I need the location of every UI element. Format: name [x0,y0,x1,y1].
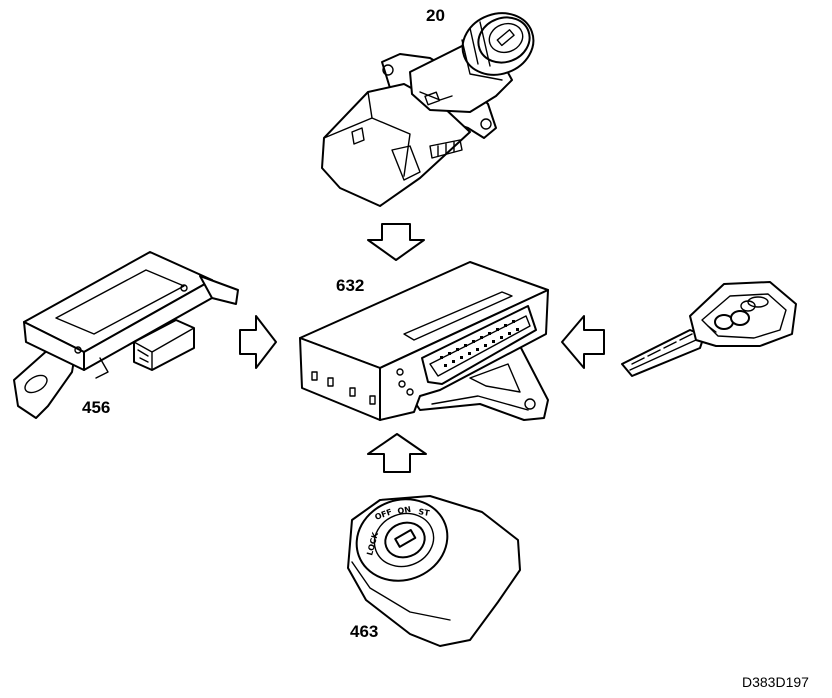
arrow-left-icon [561,315,605,369]
remote-receiver-drawing [13,251,239,419]
arrow-down-icon [367,223,425,261]
control-module-drawing [299,261,549,421]
label-remote-receiver: 456 [82,398,111,417]
slot-marking-on: ON [397,505,412,516]
ignition-slot-drawing: OFF ON ST LOCK [347,495,521,647]
label-control-module: 632 [336,276,365,295]
slot-marking-st: ST [418,507,431,518]
arrow-up-icon [367,433,427,473]
key-fob-drawing [621,281,797,377]
ignition-switch-drawing [321,12,535,207]
label-ignition-slot: 463 [350,622,379,641]
arrow-right-icon [239,315,277,369]
label-ignition-switch: 20 [426,6,445,25]
drawing-code: D383D197 [742,674,809,690]
